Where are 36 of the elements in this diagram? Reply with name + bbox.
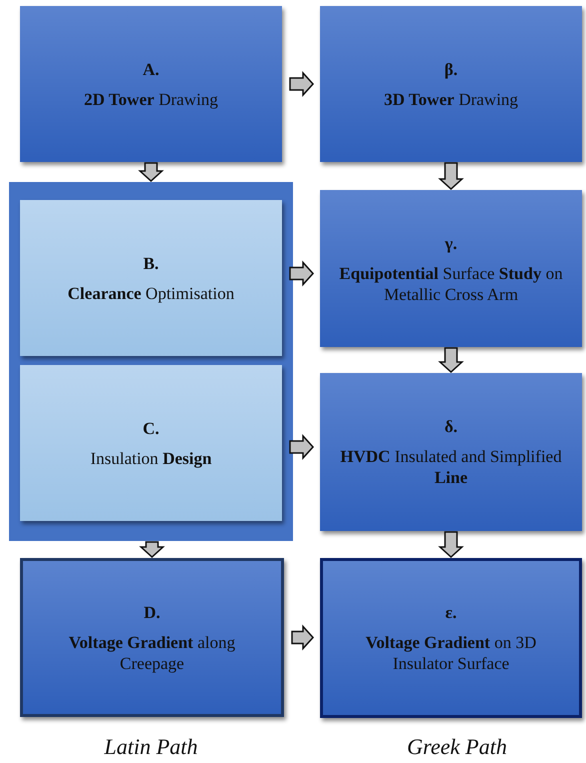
- step-title: Voltage Gradient on 3D Insulator Surface: [364, 632, 538, 674]
- process-box: [320, 6, 582, 162]
- block-arrow: [289, 71, 314, 97]
- step-title: Equipotential Surface Study on Metallic Cross Arm: [338, 262, 564, 304]
- step-letter: A.: [142, 58, 160, 80]
- step-title: 2D Tower Drawing: [84, 88, 218, 110]
- step-title: Clearance Optimisation: [68, 282, 234, 304]
- path-label: Greek Path: [407, 733, 507, 761]
- block-arrow: [138, 162, 164, 182]
- block-arrow: [139, 541, 165, 558]
- group-panel: [9, 182, 293, 541]
- process-box: [20, 6, 282, 162]
- path-label: Latin Path: [104, 733, 198, 761]
- step-title: 3D Tower Drawing: [384, 88, 518, 110]
- step-box: [20, 365, 282, 521]
- step-letter: ε.: [445, 602, 457, 624]
- step-letter: δ.: [444, 416, 458, 438]
- step-letter: β.: [444, 58, 458, 80]
- process-box: [320, 373, 582, 531]
- step-letter: B.: [143, 252, 159, 274]
- process-box: [320, 558, 582, 718]
- step-letter: C.: [142, 418, 160, 440]
- step-title: Insulation Design: [90, 448, 212, 468]
- block-arrow: [291, 624, 314, 650]
- process-box: [320, 190, 582, 347]
- step-title: Voltage Gradient along Creepage: [68, 632, 236, 674]
- block-arrow: [438, 531, 464, 558]
- block-arrow: [289, 260, 314, 286]
- step-letter: D.: [144, 602, 160, 624]
- process-box: [20, 558, 284, 717]
- block-arrow: [438, 162, 464, 190]
- step-letter: γ.: [444, 232, 458, 254]
- step-box: [20, 200, 282, 356]
- block-arrow: [438, 347, 464, 374]
- block-arrow: [289, 434, 314, 460]
- step-title: HVDC Insulated and Simplified Line: [339, 446, 563, 488]
